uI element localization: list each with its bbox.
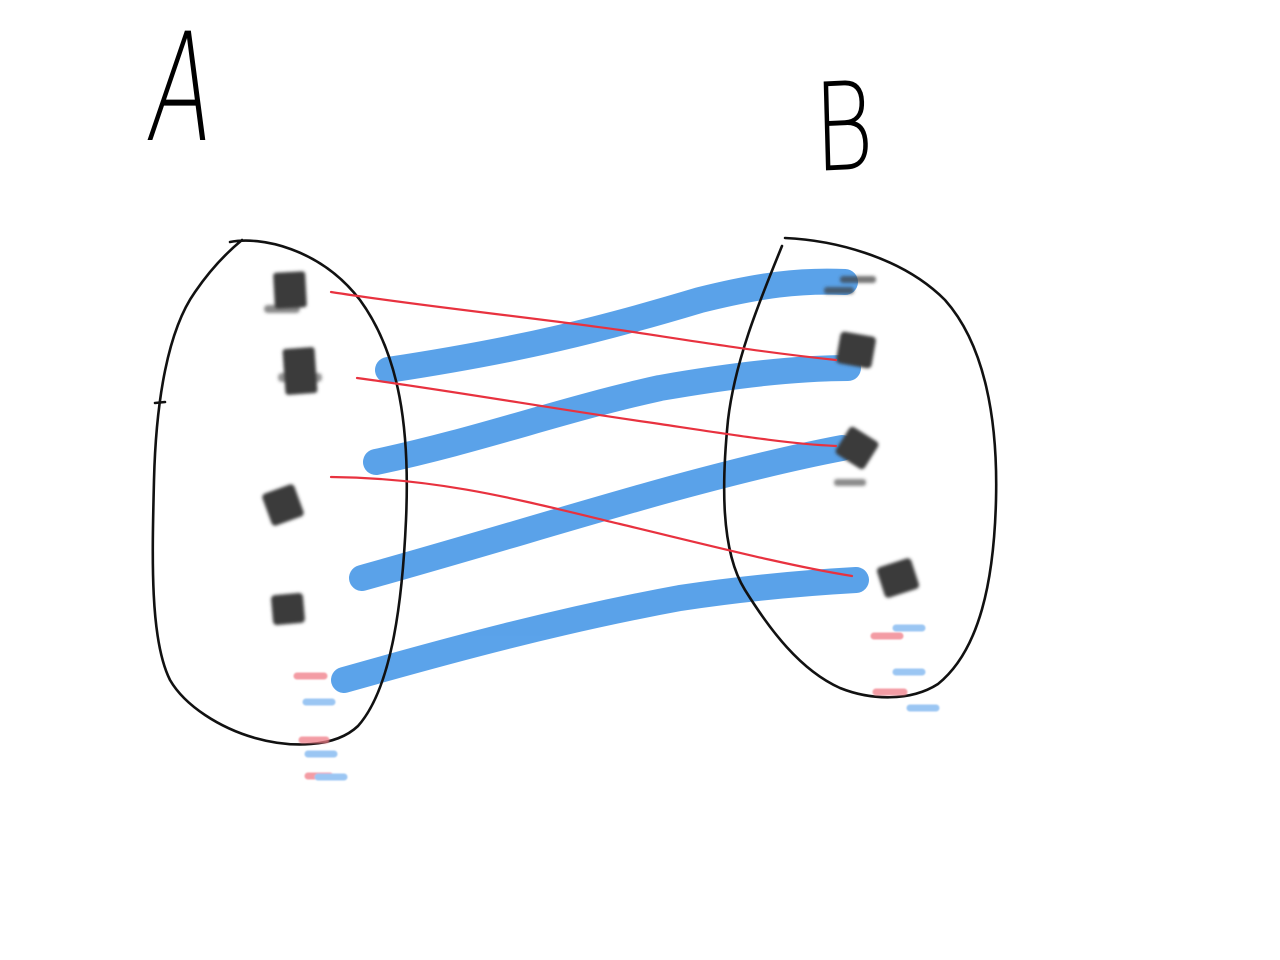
blue-mapping-stroke-4 [331,567,869,693]
set-a-element-3 [262,484,304,526]
set-a-outline [151,238,409,746]
small-dash-marks [293,624,940,781]
set-b-element-2 [836,331,876,369]
set-a-element-2 [282,347,318,395]
set-b-label: B [811,55,876,200]
blue-mapping-stroke-2 [363,355,861,475]
set-a-element-4 [271,592,305,626]
blue-mapping-stroke-1 [375,268,858,383]
blue-mapping-group [331,268,869,693]
set-b-element-4 [876,558,920,598]
set-b-element-1-mark-2 [824,287,854,294]
blue-mapping-stroke-3 [349,435,855,591]
set-b-element-3 [835,426,879,470]
set-b-element-3-mark [834,479,866,486]
set-b-elements [824,276,920,598]
red-relation-line-3 [329,475,854,578]
set-a-element-1-smudge [264,305,300,313]
set-a-elements [262,271,322,626]
set-b-outline [722,236,998,699]
set-a-element-2-smudge [278,373,322,382]
red-relation-group [329,290,854,578]
red-relation-line-1 [329,290,838,362]
set-a-tick-mark [153,400,167,405]
set-b-element-1-mark [840,276,876,283]
set-a-element-1 [273,271,307,309]
set-outlines [151,236,998,746]
red-relation-line-2 [355,376,838,448]
